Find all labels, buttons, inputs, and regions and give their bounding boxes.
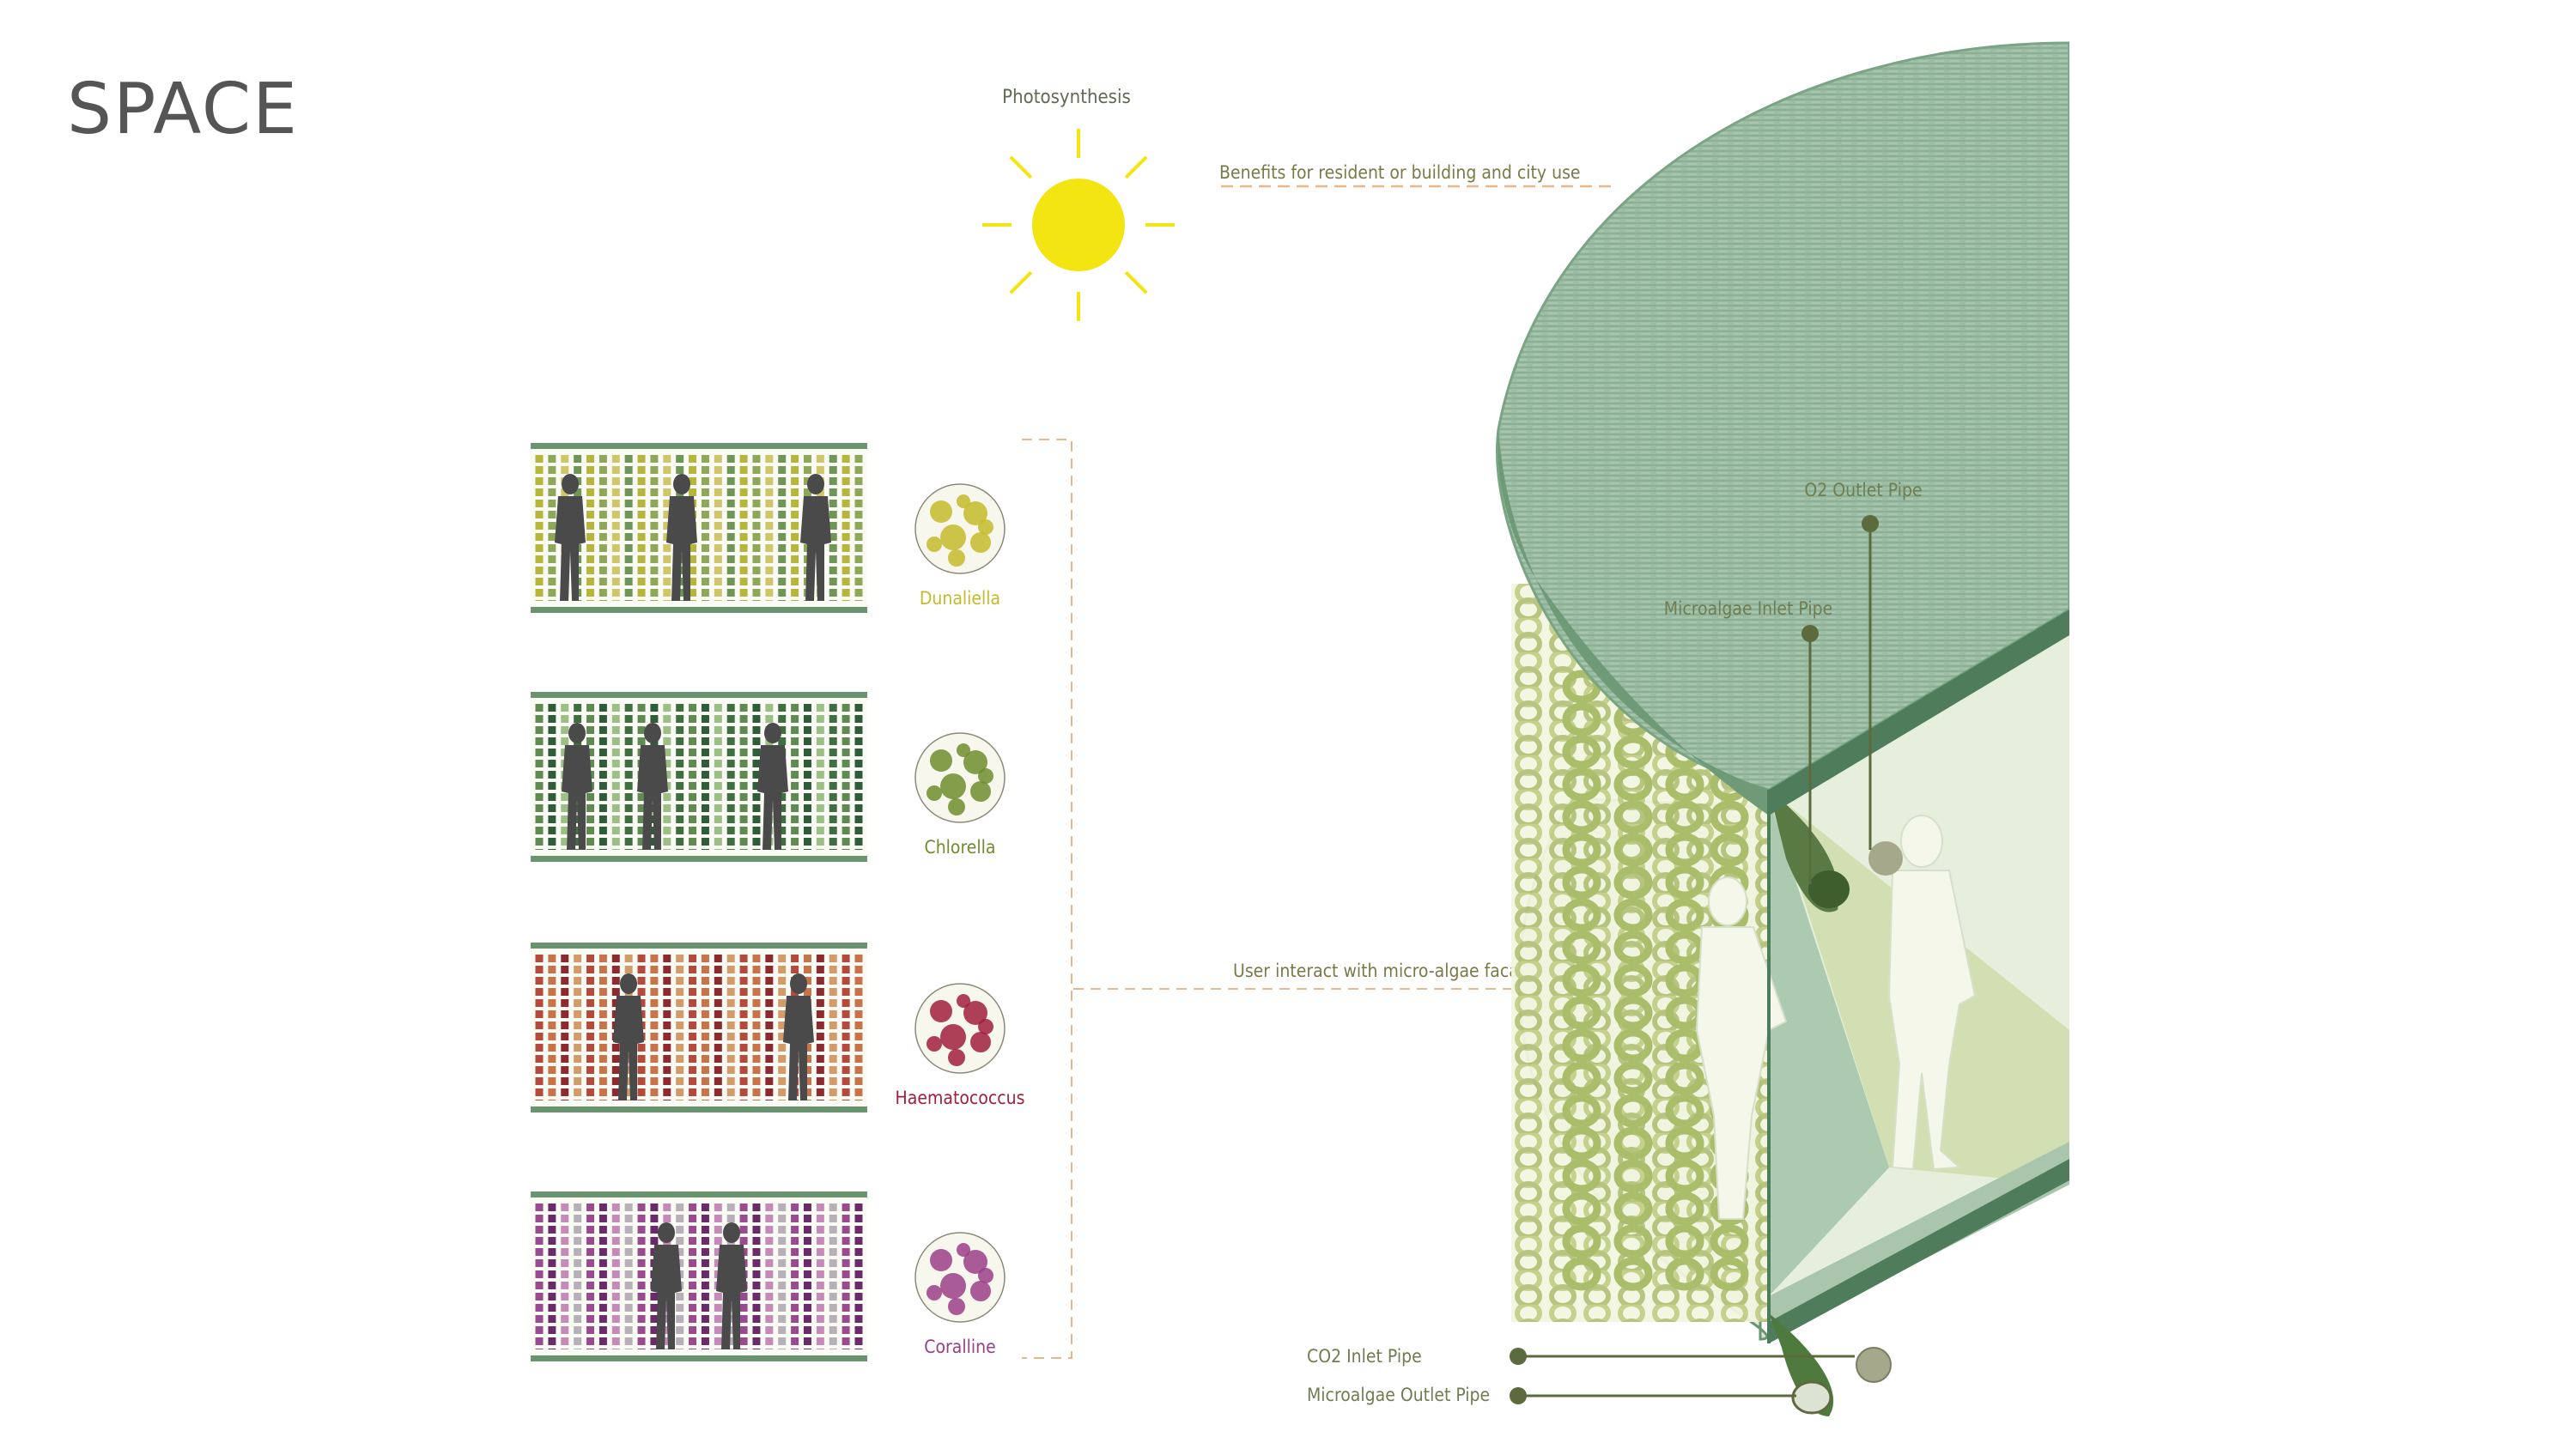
user-interact-label: User interact with micro-algae facade	[1233, 961, 1539, 981]
benefits-annotation: Benefits for resident or building and ci…	[1219, 162, 1614, 186]
algae-sample-circle	[915, 484, 1005, 573]
algae-panel	[531, 943, 867, 1113]
algae-panel	[531, 1191, 867, 1361]
algae-sample-circle	[915, 733, 1005, 822]
algae-sample-circle	[915, 984, 1005, 1073]
algae-name-label: Haematococcus	[896, 1088, 1025, 1108]
sun-icon	[1032, 179, 1125, 271]
panel-top-rail	[531, 943, 867, 949]
panel-top-rail	[531, 1191, 867, 1197]
algae-panels: DunaliellaChlorellaHaematococcusCorallin…	[531, 443, 1024, 1361]
algae-name-label: Coralline	[924, 1337, 995, 1357]
sun-ray	[1126, 157, 1146, 178]
sun-group: Photosynthesis	[982, 87, 1175, 321]
panel-bottom-rail	[531, 1355, 867, 1361]
sun-label: Photosynthesis	[1002, 87, 1131, 108]
algae-panel	[531, 443, 867, 613]
o2-outlet-end	[1868, 841, 1903, 876]
co2-inlet-end	[1856, 1348, 1891, 1382]
panel-bottom-rail	[531, 856, 867, 862]
algae-name-label: Dunaliella	[920, 588, 1000, 609]
panel-bracket: User interact with micro-algae facade	[1022, 440, 1571, 1358]
sun-ray	[1011, 157, 1031, 178]
algae-sample-circle	[915, 1233, 1005, 1322]
panel-top-rail	[531, 692, 867, 698]
microalgae-inlet-end	[1808, 870, 1850, 908]
sun-ray	[1011, 272, 1031, 293]
microalgae-outlet-label: Microalgae Outlet Pipe	[1307, 1385, 1490, 1405]
sun-ray	[1126, 272, 1146, 293]
algae-name-label: Chlorella	[925, 837, 996, 858]
panel-bottom-rail	[531, 607, 867, 613]
co2-inlet-label: CO2 Inlet Pipe	[1307, 1346, 1422, 1367]
microalgae-inlet-label: Microalgae Inlet Pipe	[1664, 598, 1832, 619]
facade-tube	[1498, 43, 2069, 1416]
panel-top-rail	[531, 443, 867, 449]
benefits-label: Benefits for resident or building and ci…	[1219, 162, 1581, 183]
panel-bottom-rail	[531, 1106, 867, 1113]
microalgae-outlet-end	[1793, 1382, 1831, 1413]
algae-panel	[531, 692, 867, 862]
o2-outlet-label: O2 Outlet Pipe	[1804, 480, 1922, 500]
